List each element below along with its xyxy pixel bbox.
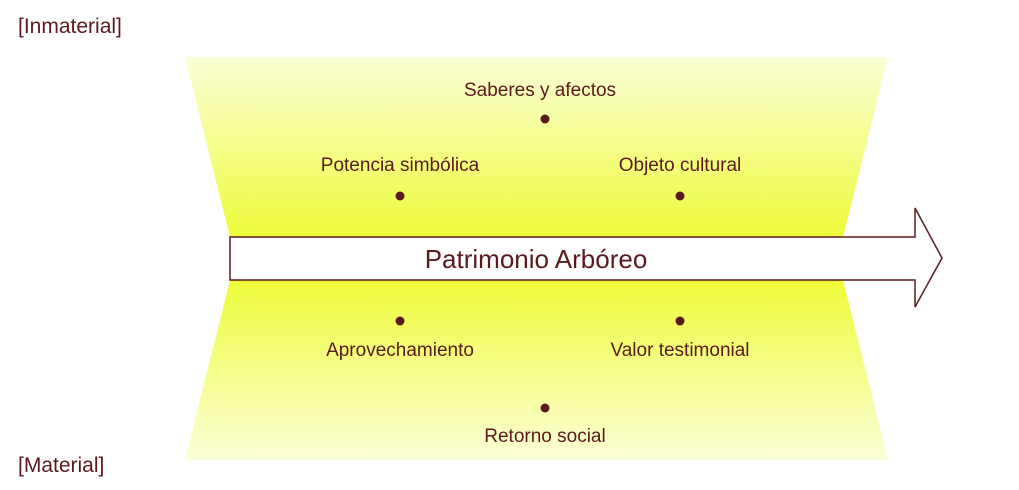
dot-saberes <box>540 114 550 124</box>
arrow-label: Patrimonio Arbóreo <box>424 244 648 274</box>
label-material: [Material] <box>18 454 105 477</box>
label-saberes: Saberes y afectos <box>463 80 617 101</box>
dot-potencia <box>395 191 405 201</box>
label-objeto: Objeto cultural <box>618 155 742 176</box>
label-valor: Valor testimonial <box>610 340 750 361</box>
dot-aprovechamiento <box>395 316 405 326</box>
lower-trapezoid <box>185 280 888 460</box>
label-inmaterial: [Inmaterial] <box>18 15 122 38</box>
arrow-shape <box>229 207 943 308</box>
dot-valor <box>675 316 685 326</box>
label-retorno: Retorno social <box>484 426 606 447</box>
label-potencia: Potencia simbólica <box>320 155 480 176</box>
dot-retorno <box>540 403 550 413</box>
label-aprovechamiento: Aprovechamiento <box>326 340 474 361</box>
dot-objeto <box>675 191 685 201</box>
upper-trapezoid <box>185 57 888 237</box>
